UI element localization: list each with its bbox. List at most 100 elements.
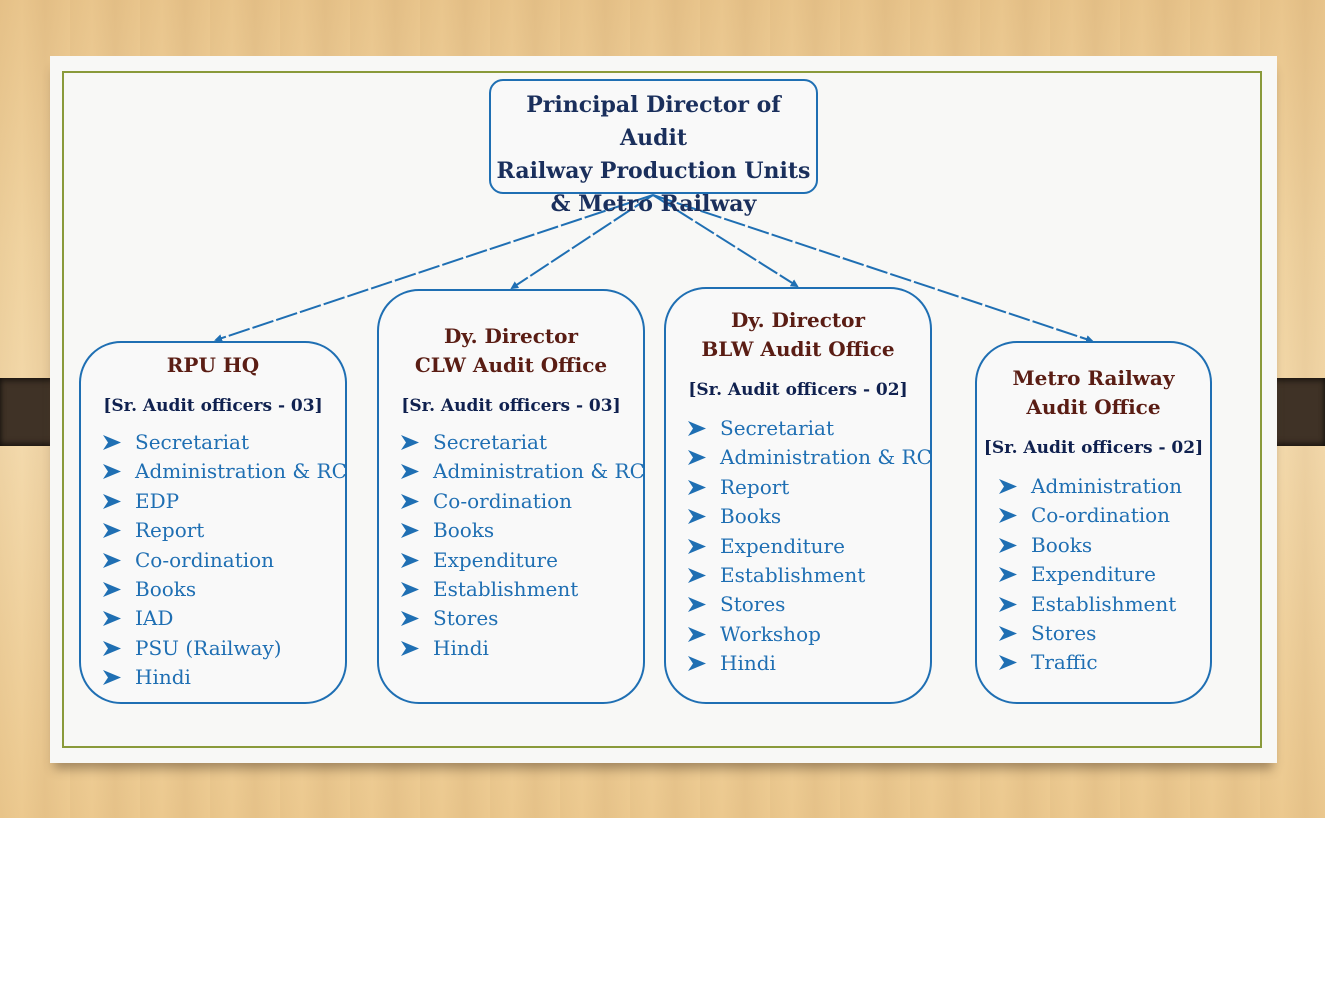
arrow-bullet-icon xyxy=(401,611,419,627)
list-item: Secretariat xyxy=(81,428,345,457)
unit-title-line-2: CLW Audit Office xyxy=(414,353,608,377)
unit-officers: [Sr. Audit officers - 02] xyxy=(688,380,908,400)
unit-title-line-1: Metro Railway xyxy=(1012,366,1175,390)
arrow-bullet-icon xyxy=(999,508,1017,524)
arrow-bullet-icon xyxy=(688,567,706,583)
item-label: Hindi xyxy=(135,665,191,690)
unit-items: Secretariat Administration & RC Co-ordin… xyxy=(379,428,645,663)
item-label: Workshop xyxy=(720,621,821,646)
item-label: PSU (Railway) xyxy=(135,635,282,660)
connector-metro xyxy=(652,194,1094,343)
unit-title-line-1: Dy. Director xyxy=(730,308,866,332)
unit-rpu-hq: RPU HQ [Sr. Audit officers - 03] Secreta… xyxy=(79,341,347,704)
arrow-bullet-icon xyxy=(103,581,121,597)
arrow-bullet-icon xyxy=(688,450,706,466)
list-item: Traffic xyxy=(977,648,1210,677)
item-label: Expenditure xyxy=(1031,562,1156,587)
arrow-bullet-icon xyxy=(688,656,706,672)
arrow-bullet-icon xyxy=(401,552,419,568)
arrow-bullet-icon xyxy=(688,626,706,642)
unit-title: RPU HQ xyxy=(166,353,260,377)
arrow-bullet-icon xyxy=(401,464,419,480)
arrow-bullet-icon xyxy=(999,655,1017,671)
item-label: Co-ordination xyxy=(1031,503,1171,528)
root-line-1: Principal Director of Audit xyxy=(526,92,781,151)
item-label: EDP xyxy=(135,488,180,513)
item-label: Report xyxy=(135,518,205,543)
list-item: Secretariat xyxy=(379,428,643,457)
list-item: Co-ordination xyxy=(81,546,345,575)
arrow-bullet-icon xyxy=(999,567,1017,583)
item-label: Establishment xyxy=(720,562,866,587)
unit-title-line-1: Dy. Director xyxy=(443,324,579,348)
list-item: Hindi xyxy=(666,649,930,678)
arrow-bullet-icon xyxy=(103,435,121,450)
unit-officers: [Sr. Audit officers - 02] xyxy=(983,438,1204,458)
list-item: Expenditure xyxy=(666,532,930,561)
connector-clw xyxy=(510,194,654,290)
item-label: Co-ordination xyxy=(135,547,275,572)
item-label: Co-ordination xyxy=(433,488,573,513)
unit-blw-audit-office: Dy. Director BLW Audit Office [Sr. Audit… xyxy=(664,287,932,704)
unit-title-line-2: BLW Audit Office xyxy=(701,337,895,361)
list-item: Establishment xyxy=(977,590,1210,619)
list-item: Report xyxy=(666,473,930,502)
item-label: Establishment xyxy=(1031,591,1177,616)
arrow-bullet-icon xyxy=(401,640,419,656)
list-item: Hindi xyxy=(379,634,643,663)
arrow-bullet-icon xyxy=(999,625,1017,641)
list-item: Administration xyxy=(977,472,1210,501)
arrow-bullet-icon xyxy=(103,640,121,656)
item-label: Hindi xyxy=(720,651,776,676)
list-item: Establishment xyxy=(666,561,930,590)
item-label: Books xyxy=(433,518,495,543)
unit-items: Administration Co-ordination Books Expen… xyxy=(977,472,1210,678)
arrow-bullet-icon xyxy=(401,581,419,597)
item-label: Expenditure xyxy=(720,533,845,558)
item-label: Secretariat xyxy=(433,430,548,454)
arrow-bullet-icon xyxy=(103,464,121,480)
list-item: Expenditure xyxy=(379,546,643,575)
item-label: Traffic xyxy=(1031,650,1098,675)
item-label: Books xyxy=(720,504,782,529)
item-label: Hindi xyxy=(433,635,489,660)
unit-clw-audit-office: Dy. Director CLW Audit Office [Sr. Audit… xyxy=(377,289,645,704)
unit-officers: [Sr. Audit officers - 03] xyxy=(103,396,323,416)
root-line-3: & Metro Railway xyxy=(550,191,757,217)
list-item: Books xyxy=(666,502,930,531)
arrow-bullet-icon xyxy=(999,479,1017,494)
item-label: Expenditure xyxy=(433,547,558,572)
item-label: Administration & RC xyxy=(720,445,932,470)
root-line-2: Railway Production Units xyxy=(496,158,811,184)
list-item: Administration & RC xyxy=(379,457,645,486)
arrow-bullet-icon xyxy=(688,597,706,613)
item-label: Report xyxy=(720,474,790,499)
connector-blw xyxy=(652,194,799,288)
arrow-bullet-icon xyxy=(103,523,121,539)
list-item: Co-ordination xyxy=(977,501,1210,530)
item-label: Administration xyxy=(1031,474,1183,498)
inner-frame xyxy=(62,71,1262,748)
arrow-bullet-icon xyxy=(103,670,121,686)
item-label: Establishment xyxy=(433,576,579,601)
arrow-bullet-icon xyxy=(688,421,706,436)
arrow-bullet-icon xyxy=(103,611,121,627)
arrow-bullet-icon xyxy=(103,552,121,568)
arrow-bullet-icon xyxy=(401,493,419,509)
unit-title-line-2: Audit Office xyxy=(1026,395,1161,419)
list-item: Books xyxy=(977,531,1210,560)
item-label: Secretariat xyxy=(135,430,250,454)
unit-items: Secretariat Administration & RC EDP Repo… xyxy=(81,428,347,693)
item-label: Books xyxy=(135,576,197,601)
item-label: Administration & RC xyxy=(135,459,347,484)
list-item: PSU (Railway) xyxy=(81,634,345,663)
list-item: Administration & RC xyxy=(81,457,347,486)
list-item: Stores xyxy=(379,604,643,633)
principal-director-box: Principal Director of Audit Railway Prod… xyxy=(489,79,818,217)
unit-officers: [Sr. Audit officers - 03] xyxy=(401,396,621,416)
arrow-bullet-icon xyxy=(688,538,706,554)
arrow-bullet-icon xyxy=(999,537,1017,553)
list-item: Books xyxy=(81,575,345,604)
item-label: Secretariat xyxy=(720,416,835,440)
